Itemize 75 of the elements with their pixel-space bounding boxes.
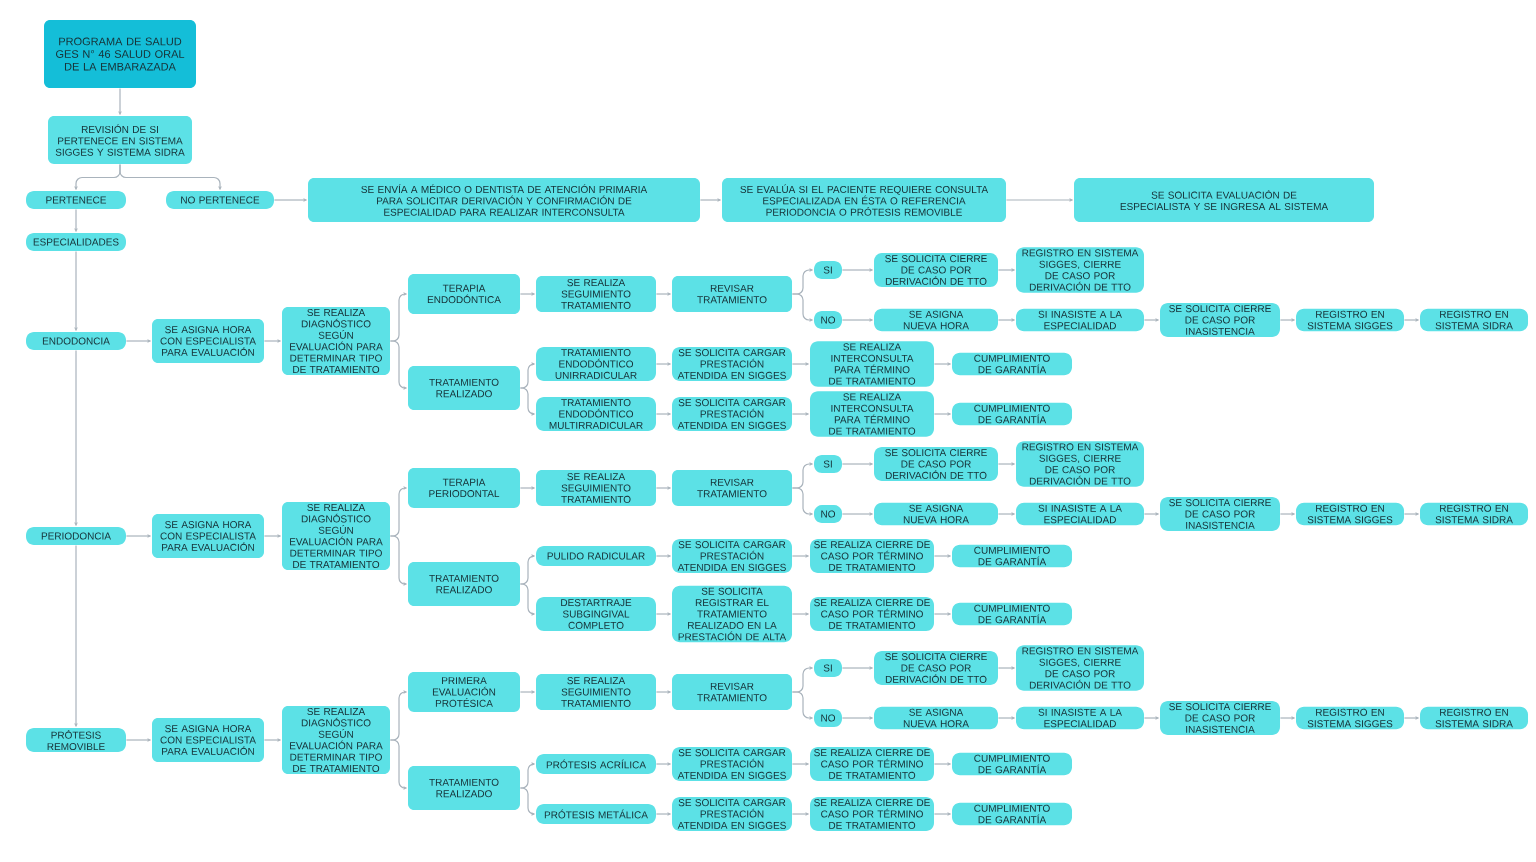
arrow [519,486,535,490]
arrow [118,87,122,115]
arrow [519,690,535,694]
arrow [263,339,281,343]
arrow [997,716,1015,720]
arrow [74,349,78,526]
arrow [791,812,809,816]
arrow [1143,512,1159,516]
arrow [1403,512,1419,516]
arrow [273,198,307,202]
arrow [1403,318,1419,322]
arrow [655,412,671,416]
arrow [389,292,407,342]
arrow [1279,318,1295,322]
arrow [791,612,809,616]
arrow [389,486,407,537]
arrow [655,486,671,490]
arrow [655,690,671,694]
arrow [519,387,535,416]
arrow [791,362,809,366]
arrow [263,738,281,742]
arrow [791,412,809,416]
arrow [1143,318,1159,322]
arrow [997,268,1015,272]
arrow [1279,716,1295,720]
arrow [655,292,671,296]
arrow [841,268,873,272]
arrow [1143,716,1159,720]
arrow [841,666,873,670]
arrow [1279,512,1295,516]
arrow [389,535,407,586]
arrow [933,612,951,616]
arrow [655,362,671,366]
arrow [655,762,671,766]
arrow [791,554,809,558]
arrow [74,250,78,331]
arrow [519,362,535,389]
arrow [519,292,535,296]
arrow [997,512,1015,516]
arrow [125,339,151,343]
arrow [655,612,671,616]
arrow [125,534,151,538]
arrow [997,318,1015,322]
arrow [519,583,535,616]
arrow [841,512,873,516]
arrow [74,544,78,727]
arrow [389,739,407,790]
arrow [1005,198,1073,202]
arrow [519,554,535,585]
arrow [933,412,951,416]
arrow [655,812,671,816]
arrow [125,738,151,742]
arrow [119,163,222,190]
arrow [699,198,721,202]
arrow [791,762,809,766]
arrow [997,666,1015,670]
arrow [791,293,813,322]
arrow [791,487,813,516]
arrow [519,787,535,816]
arrow [933,554,951,558]
arrow [841,318,873,322]
arrow [841,462,873,466]
arrow [655,554,671,558]
arrow [389,340,407,390]
arrow [933,812,951,816]
arrow [519,762,535,789]
arrow [997,462,1015,466]
arrow [263,534,281,538]
arrow [791,691,813,720]
arrow [389,690,407,741]
arrow [933,362,951,366]
arrow [1403,716,1419,720]
arrow [933,762,951,766]
arrow [841,716,873,720]
arrow [74,208,78,232]
